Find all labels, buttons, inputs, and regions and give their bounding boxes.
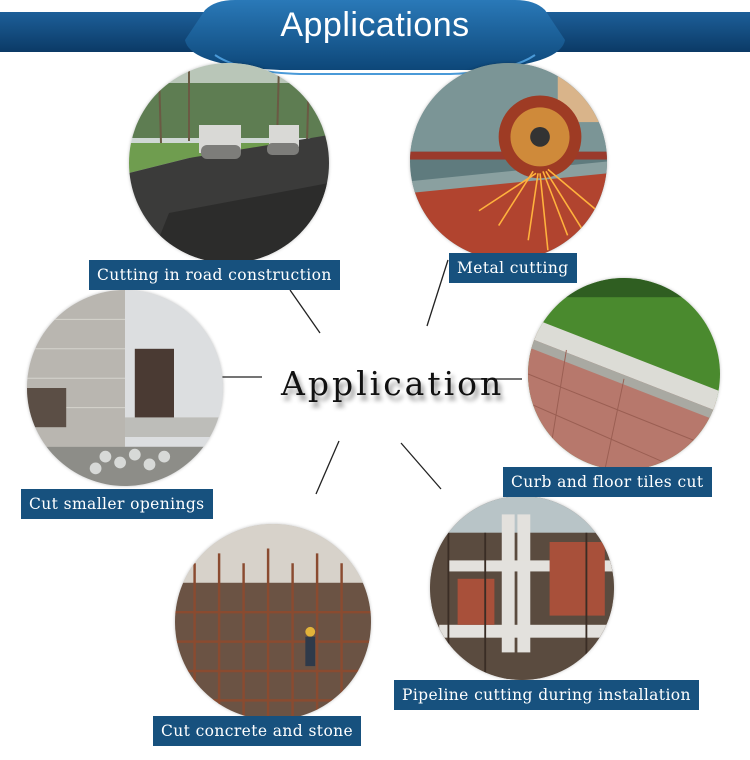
label-concrete-stone: Cut concrete and stone [153,716,362,746]
wall-opening-photo [27,290,223,486]
road-construction-photo [129,63,329,263]
metal-cutting-photo [410,63,607,260]
label-metal-cutting: Metal cutting [449,253,577,283]
header-banner: Applications [0,0,750,80]
label-curb-tiles: Curb and floor tiles cut [503,467,712,497]
pipeline-photo [430,496,614,680]
banner-shape [0,0,750,75]
concrete-rebar-photo [175,524,371,720]
center-title: Application [281,364,505,403]
page-title: Applications [280,6,470,44]
label-road-construction: Cutting in road construction [89,260,340,290]
label-wall-openings: Cut smaller openings [21,489,213,519]
label-pipeline: Pipeline cutting during installation [394,680,699,710]
curb-tiles-photo [528,278,720,470]
